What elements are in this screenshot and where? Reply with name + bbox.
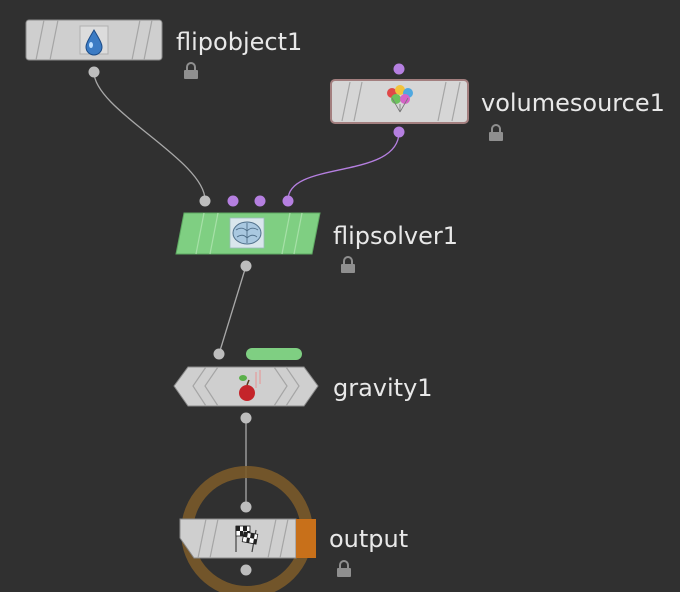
lock-icon[interactable]	[182, 62, 200, 80]
input-port-2[interactable]	[227, 195, 239, 207]
wire-flipsolver-to-gravity[interactable]	[218, 265, 247, 355]
brain-icon	[229, 217, 265, 249]
node-label-flipobject1[interactable]: flipobject1	[176, 28, 303, 56]
node-flipsolver1[interactable]	[175, 195, 321, 272]
node-volumesource1[interactable]	[330, 63, 469, 138]
falling-apple-icon	[239, 370, 261, 401]
wire-volumesource-to-flipsolver[interactable]	[287, 131, 400, 201]
input-port[interactable]	[240, 501, 252, 513]
input-port-1[interactable]	[199, 195, 211, 207]
node-label-flipsolver1[interactable]: flipsolver1	[333, 222, 458, 250]
lock-icon[interactable]	[487, 124, 505, 142]
input-port[interactable]	[393, 63, 405, 75]
input-port-3[interactable]	[254, 195, 266, 207]
node-label-volumesource1[interactable]: volumesource1	[481, 89, 665, 117]
output-port[interactable]	[240, 260, 252, 272]
water-drop-icon	[79, 25, 109, 56]
node-label-output[interactable]: output	[329, 525, 409, 553]
input-port[interactable]	[213, 348, 225, 360]
checkered-flag-icon	[235, 525, 259, 553]
node-flipobject1[interactable]	[25, 19, 163, 78]
balloons-icon	[387, 85, 413, 113]
output-port[interactable]	[240, 412, 252, 424]
input-port-4[interactable]	[282, 195, 294, 207]
node-label-gravity1[interactable]: gravity1	[333, 374, 433, 402]
wire-flipobject-to-flipsolver[interactable]	[93, 71, 206, 201]
output-port[interactable]	[393, 126, 405, 138]
node-output[interactable]	[179, 501, 316, 576]
output-port[interactable]	[240, 564, 252, 576]
display-flag[interactable]	[296, 519, 316, 558]
display-flag[interactable]	[246, 348, 302, 360]
lock-icon[interactable]	[339, 256, 357, 274]
node-gravity1[interactable]	[173, 348, 319, 424]
output-port[interactable]	[88, 66, 100, 78]
lock-icon[interactable]	[335, 560, 353, 578]
